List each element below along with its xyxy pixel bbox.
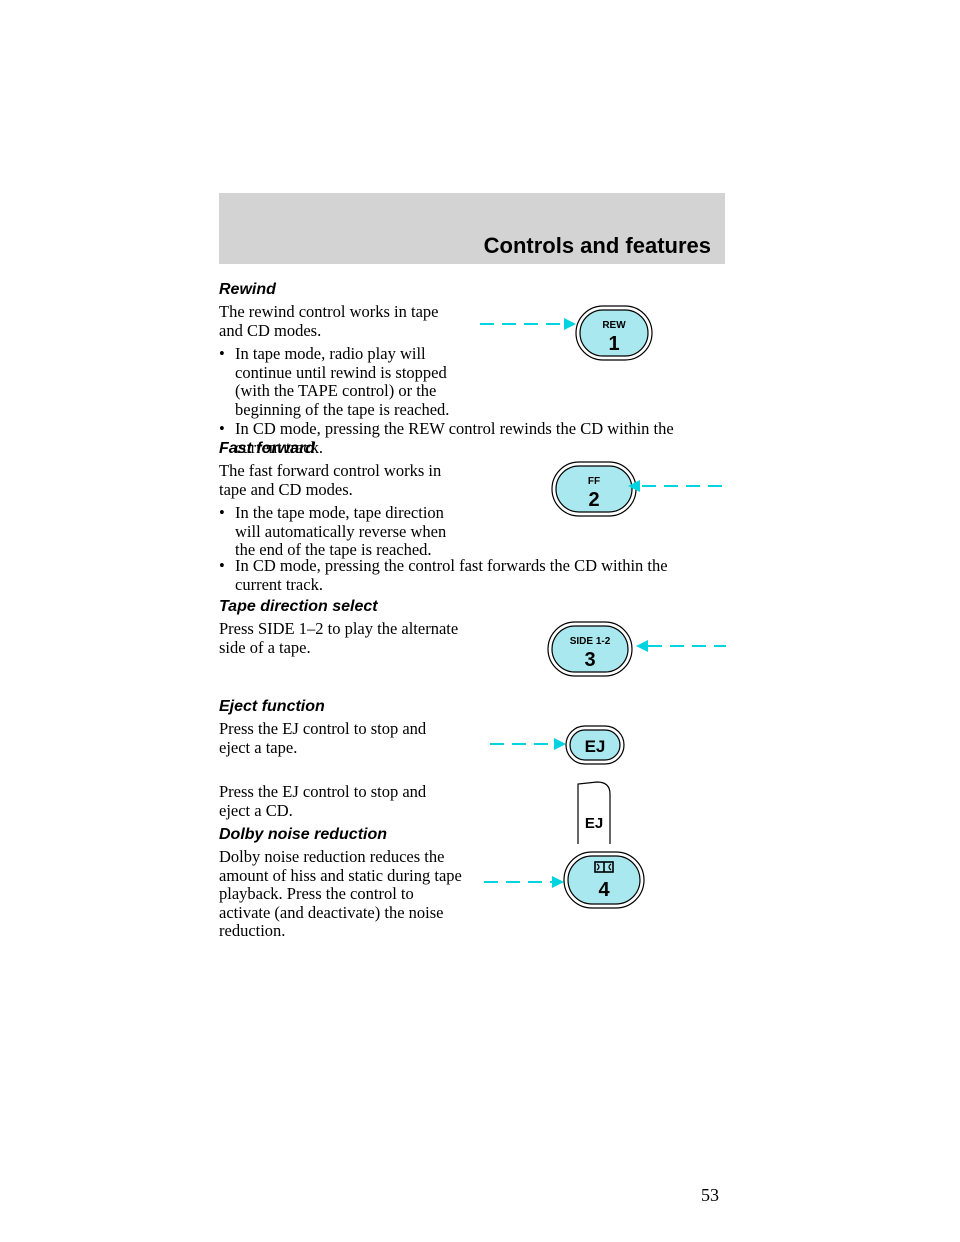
rewind-bullet-1: • In tape mode, radio play will continue…	[219, 344, 469, 419]
ff-arrow	[628, 480, 726, 492]
rewind-heading: Rewind	[219, 281, 276, 298]
rewind-bullet-2-text: In CD mode, pressing the REW control rew…	[235, 419, 674, 457]
side-number: 3	[584, 649, 595, 671]
fast-forward-intro: The fast forward control works in tape a…	[219, 461, 442, 499]
tape-direction-text: Press SIDE 1–2 to play the alternate sid…	[219, 619, 459, 657]
dolby-text: Dolby noise reduction reduces the amount…	[219, 847, 462, 940]
dolby-icon	[594, 861, 614, 873]
ej-tape-button[interactable]: EJ	[565, 725, 625, 765]
side-label: SIDE 1-2	[570, 636, 611, 647]
page-number: 53	[701, 1185, 719, 1205]
ff-label: FF	[588, 476, 600, 487]
ej-cd-label: EJ	[585, 815, 603, 832]
eject-tape-text: Press the EJ control to stop and eject a…	[219, 719, 427, 757]
dolby-heading: Dolby noise reduction	[219, 826, 388, 843]
rew-button-figure: REW 1	[480, 305, 653, 361]
ej-cd-button[interactable]: EJ	[577, 781, 611, 844]
dolby-button[interactable]: 4	[563, 851, 645, 909]
ej-tape-label: EJ	[585, 737, 606, 756]
bullet-dot: •	[219, 503, 225, 522]
ff-number: 2	[588, 489, 599, 511]
page-section-title: Controls and features	[483, 233, 711, 258]
eject-cd-text: Press the EJ control to stop and eject a…	[219, 782, 427, 820]
side-arrow	[636, 640, 726, 652]
fast-forward-bullet-1-text: In the tape mode, tape direction will au…	[235, 503, 447, 559]
fast-forward-bullet-2: • In CD mode, pressing the control fast …	[219, 556, 715, 594]
dolby-arrow	[484, 876, 564, 888]
ej-tape-arrow	[490, 738, 566, 750]
eject-heading: Eject function	[219, 698, 325, 715]
bullet-dot: •	[219, 419, 225, 438]
tape-direction-heading: Tape direction select	[219, 598, 378, 615]
ff-button[interactable]: FF 2	[551, 461, 637, 517]
fast-forward-bullet-1: • In the tape mode, tape direction will …	[219, 503, 469, 560]
rewind-bullet-1-text: In tape mode, radio play will continue u…	[235, 344, 450, 419]
dolby-button-figure: 4	[484, 851, 645, 909]
side-button[interactable]: SIDE 1-2 3	[547, 621, 633, 677]
rew-number: 1	[608, 333, 619, 355]
bullet-dot: •	[219, 556, 225, 575]
rew-label: REW	[602, 320, 626, 331]
rew-arrow	[480, 318, 576, 330]
dolby-number: 4	[598, 879, 610, 901]
rewind-intro: The rewind control works in tape and CD …	[219, 302, 439, 340]
ej-cd-button-figure: EJ	[577, 781, 611, 844]
rew-button[interactable]: REW 1	[575, 305, 653, 361]
ej-tape-button-figure: EJ	[490, 725, 625, 765]
fast-forward-bullet-2-text: In CD mode, pressing the control fast fo…	[235, 556, 668, 594]
fast-forward-heading: Fast forward	[219, 440, 316, 457]
side-button-figure: SIDE 1-2 3	[547, 621, 726, 677]
rewind-bullet-2: • In CD mode, pressing the REW control r…	[219, 419, 715, 457]
ff-button-figure: FF 2	[551, 461, 726, 517]
header-band: Controls and features	[219, 193, 725, 264]
bullet-dot: •	[219, 344, 225, 363]
